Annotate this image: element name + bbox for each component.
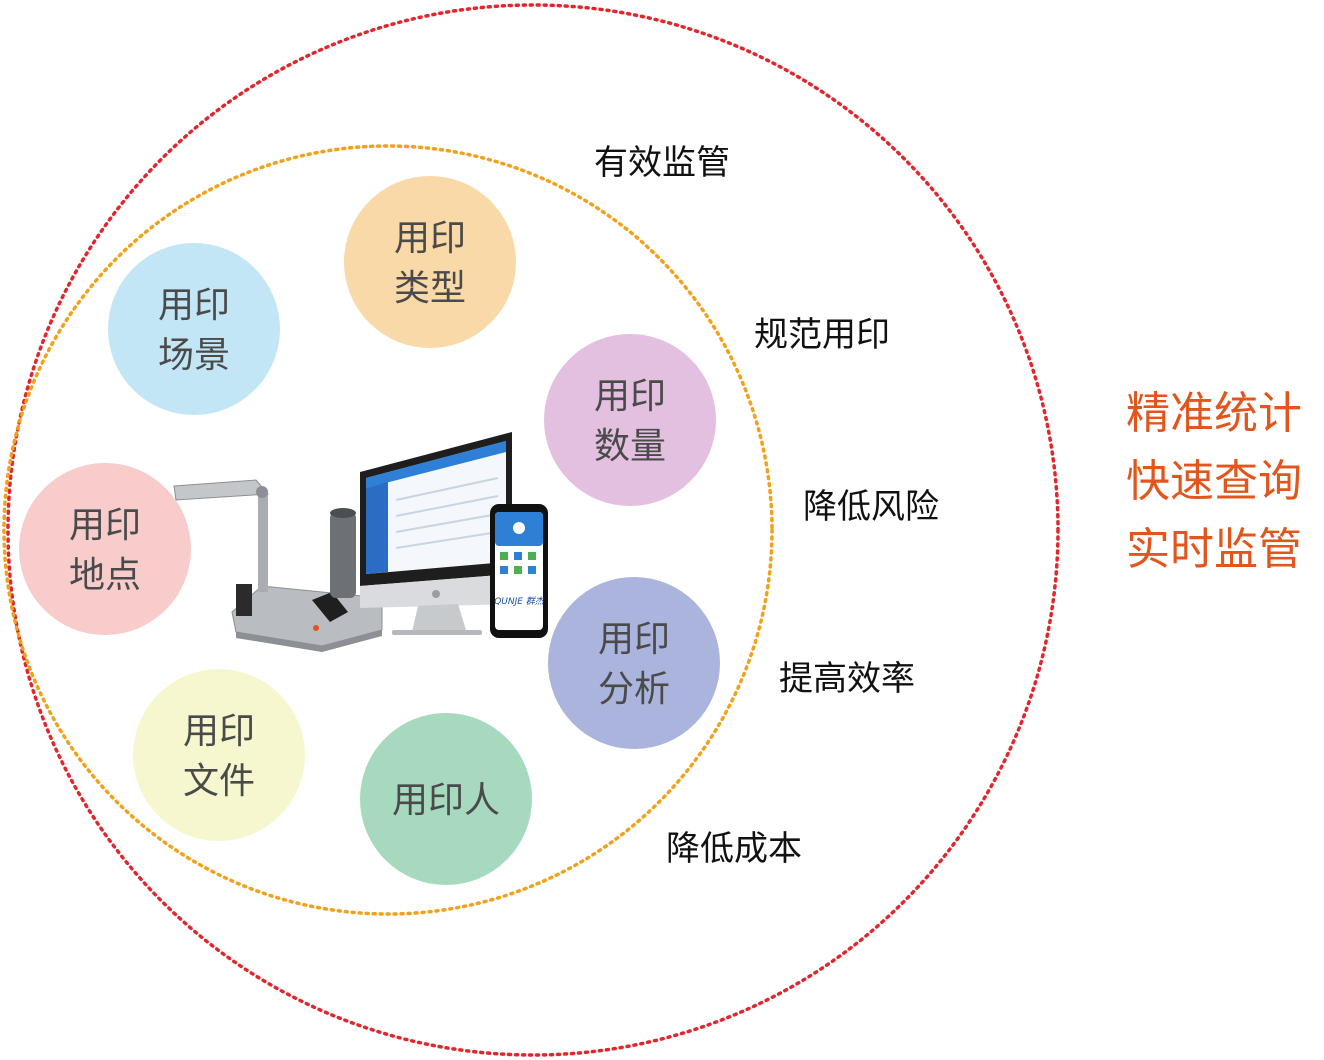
category-scene-bubble	[108, 243, 280, 415]
category-analysis-line1: 用印	[598, 619, 670, 660]
side-text-line2: 快速查询	[1126, 456, 1302, 507]
category-person: 用印人	[360, 713, 532, 885]
category-analysis: 用印 分析	[548, 577, 720, 749]
category-scene-line2: 场景	[158, 335, 230, 376]
category-type-line1: 用印	[394, 218, 466, 259]
category-file-line2: 文件	[183, 761, 255, 802]
category-scene-line1: 用印	[158, 285, 230, 326]
category-scene: 用印 场景	[108, 243, 280, 415]
benefit-effective-supervision: 有效监管	[594, 143, 730, 183]
category-file-bubble	[133, 669, 305, 841]
category-file: 用印 文件	[133, 669, 305, 841]
seal-machine-icon	[173, 479, 383, 652]
category-file-line1: 用印	[183, 711, 255, 752]
category-person-line1: 用印人	[392, 780, 500, 821]
inner-ring	[2, 144, 774, 916]
category-location: 用印 地点	[19, 463, 191, 635]
category-quantity: 用印 数量	[544, 334, 716, 506]
category-type-bubble	[344, 176, 516, 348]
category-analysis-line2: 分析	[598, 669, 670, 710]
category-quantity-line2: 数量	[594, 426, 666, 467]
side-text-line3: 实时监管	[1126, 524, 1302, 575]
category-location-bubble	[19, 463, 191, 635]
category-location-line1: 用印	[69, 505, 141, 546]
phone-icon: QUNJE 群杰	[490, 504, 548, 638]
side-text-line1: 精准统计	[1126, 388, 1302, 439]
category-quantity-line1: 用印	[594, 376, 666, 417]
category-location-line2: 地点	[69, 555, 141, 596]
benefit-standardize-use: 规范用印	[754, 315, 890, 355]
benefit-reduce-risk: 降低风险	[803, 487, 939, 527]
category-quantity-bubble	[544, 334, 716, 506]
benefit-reduce-cost: 降低成本	[666, 829, 802, 869]
category-type-line2: 类型	[394, 268, 466, 309]
category-type: 用印 类型	[344, 176, 516, 348]
outer-ring	[6, 3, 1060, 1057]
category-person-bubble	[360, 713, 532, 885]
monitor-icon	[360, 432, 512, 635]
benefit-improve-efficiency: 提高效率	[779, 659, 915, 699]
phone-brand-label: QUNJE 群杰	[494, 596, 545, 607]
category-analysis-bubble	[548, 577, 720, 749]
device-illustration: QUNJE 群杰	[173, 432, 548, 652]
